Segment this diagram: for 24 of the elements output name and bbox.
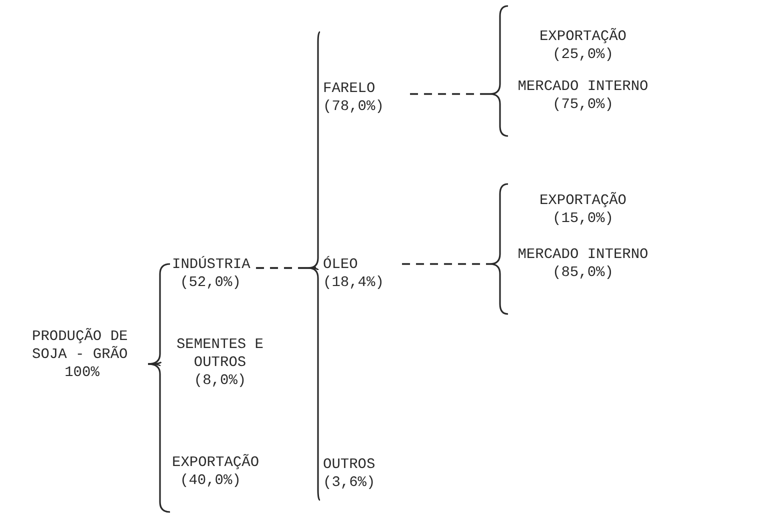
category-label: PRODUÇÃO DE SOJA - GRÃO (32, 328, 129, 364)
category-label: INDÚSTRIA (172, 256, 252, 274)
brace-connector (256, 267, 321, 500)
percentage-label: (52,0%) (179, 274, 242, 292)
percentage-label: (78,0%) (323, 98, 385, 116)
category-label: SEMENTES E OUTROS (175, 336, 264, 372)
percentage-label: (75,0%) (552, 96, 614, 114)
percentage-label: (15,0%) (552, 210, 614, 228)
category-label: MERCADO INTERNO (516, 246, 650, 264)
percentage-label: 100% (64, 364, 100, 382)
category-label: MERCADO INTERNO (516, 78, 650, 96)
percentage-label: (18,4%) (323, 274, 385, 292)
category-label: ÓLEO (323, 256, 359, 274)
category-label: EXPORTAÇÃO (538, 28, 628, 46)
category-label: OUTROS (323, 456, 376, 474)
percentage-label: (85,0%) (552, 264, 614, 282)
percentage-label: (8,0%) (192, 372, 248, 390)
percentage-label: (40,0%) (179, 472, 242, 490)
brace-connector (147, 361, 162, 367)
percentage-label: (25,0%) (552, 46, 614, 64)
category-label: FARELO (323, 80, 376, 98)
percentage-label: (3,6%) (323, 474, 376, 492)
category-label: EXPORTAÇÃO (172, 454, 260, 472)
category-label: EXPORTAÇÃO (538, 192, 628, 210)
